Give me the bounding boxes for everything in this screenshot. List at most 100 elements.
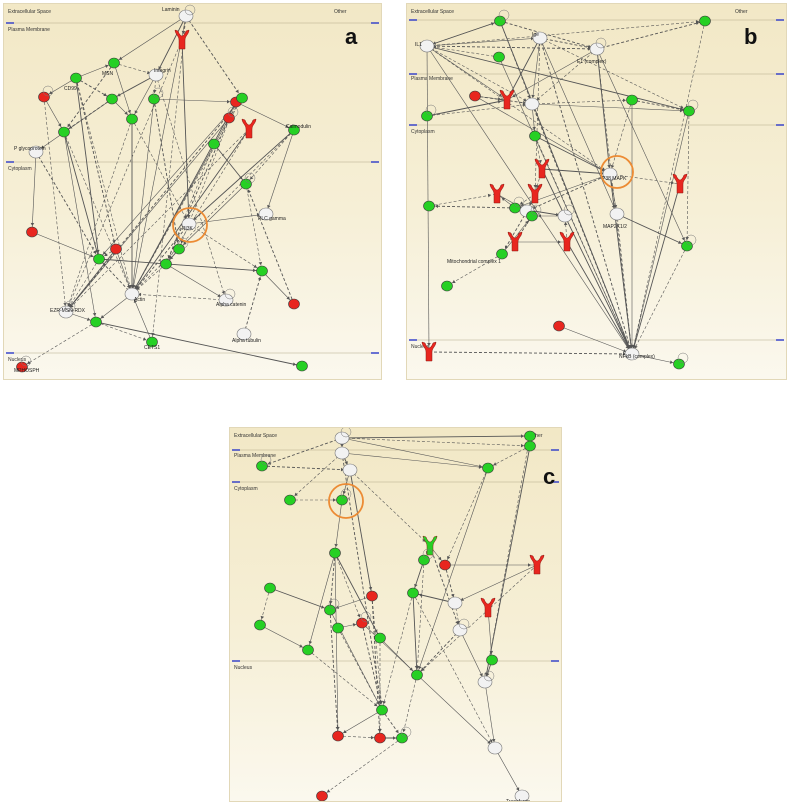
upregulated-node[interactable] (26, 226, 38, 238)
complex-node[interactable] (452, 623, 468, 637)
receptor-node[interactable] (507, 231, 523, 252)
downregulated-node[interactable] (493, 51, 505, 63)
upregulated-node[interactable] (332, 730, 344, 742)
complex-node[interactable] (557, 209, 573, 223)
downregulated-node[interactable] (407, 587, 419, 599)
downregulated-node[interactable] (324, 604, 336, 616)
downregulated-node[interactable] (93, 253, 105, 265)
receptor-node[interactable] (672, 173, 688, 194)
downregulated-node[interactable] (336, 494, 348, 506)
upregulated-node[interactable] (366, 590, 378, 602)
downregulated-node[interactable] (288, 124, 300, 136)
downregulated-node[interactable] (240, 178, 252, 190)
upregulated-node[interactable] (110, 243, 122, 255)
receptor-node[interactable] (480, 597, 496, 618)
complex-node[interactable] (28, 145, 44, 159)
downregulated-node[interactable] (264, 582, 276, 594)
downregulated-node[interactable] (529, 130, 541, 142)
downregulated-node[interactable] (70, 72, 82, 84)
complex-node[interactable] (58, 305, 74, 319)
upregulated-node[interactable] (553, 320, 565, 332)
complex-node[interactable] (589, 42, 605, 56)
downregulated-node[interactable] (626, 94, 638, 106)
receptor-node[interactable] (529, 554, 545, 575)
downregulated-node[interactable] (673, 358, 685, 370)
complex-node[interactable] (609, 207, 625, 221)
receptor-node[interactable] (174, 29, 190, 50)
downregulated-node[interactable] (509, 202, 521, 214)
downregulated-node[interactable] (396, 732, 408, 744)
upregulated-node[interactable] (223, 112, 235, 124)
receptor-node[interactable] (489, 183, 505, 204)
receptor-node[interactable] (527, 183, 543, 204)
downregulated-node[interactable] (376, 704, 388, 716)
downregulated-node[interactable] (146, 336, 158, 348)
downregulated-node[interactable] (302, 644, 314, 656)
downregulated-node[interactable] (699, 15, 711, 27)
downregulated-node[interactable] (296, 360, 308, 372)
upregulated-node[interactable] (16, 361, 28, 373)
downregulated-node[interactable] (683, 105, 695, 117)
downregulated-node[interactable] (524, 440, 536, 452)
complex-node[interactable] (124, 287, 140, 301)
downregulated-node[interactable] (418, 554, 430, 566)
complex-node[interactable] (334, 446, 350, 460)
downregulated-node[interactable] (284, 494, 296, 506)
complex-node[interactable] (236, 327, 252, 341)
complex-node[interactable] (447, 596, 463, 610)
downregulated-node[interactable] (236, 92, 248, 104)
receptor-node[interactable] (422, 535, 438, 556)
downregulated-node[interactable] (374, 632, 386, 644)
upregulated-node[interactable] (288, 298, 300, 310)
upregulated-node[interactable] (469, 90, 481, 102)
complex-node[interactable] (258, 207, 274, 221)
downregulated-node[interactable] (423, 200, 435, 212)
downregulated-node[interactable] (486, 654, 498, 666)
downregulated-node[interactable] (494, 15, 506, 27)
downregulated-node[interactable] (208, 138, 220, 150)
complex-node[interactable] (477, 675, 493, 689)
downregulated-node[interactable] (256, 460, 268, 472)
downregulated-node[interactable] (160, 258, 172, 270)
downregulated-node[interactable] (441, 280, 453, 292)
complex-node[interactable] (334, 431, 350, 445)
downregulated-node[interactable] (108, 57, 120, 69)
upregulated-node[interactable] (316, 790, 328, 801)
downregulated-node[interactable] (256, 265, 268, 277)
downregulated-node[interactable] (329, 547, 341, 559)
complex-node[interactable] (602, 167, 618, 181)
upregulated-node[interactable] (439, 559, 451, 571)
downregulated-node[interactable] (421, 110, 433, 122)
downregulated-node[interactable] (524, 430, 536, 442)
downregulated-node[interactable] (482, 462, 494, 474)
complex-node[interactable] (532, 31, 548, 45)
complex-node[interactable] (178, 9, 194, 23)
downregulated-node[interactable] (58, 126, 70, 138)
receptor-node[interactable] (421, 341, 437, 362)
downregulated-node[interactable] (126, 113, 138, 125)
receptor-node[interactable] (559, 231, 575, 252)
upregulated-node[interactable] (374, 732, 386, 744)
complex-node[interactable] (624, 347, 640, 361)
receptor-node[interactable] (499, 89, 515, 110)
complex-node[interactable] (514, 789, 530, 801)
upregulated-node[interactable] (38, 91, 50, 103)
complex-node[interactable] (181, 217, 197, 231)
receptor-node[interactable] (534, 158, 550, 179)
downregulated-node[interactable] (411, 669, 423, 681)
complex-node[interactable] (524, 97, 540, 111)
complex-node[interactable] (487, 741, 503, 755)
downregulated-node[interactable] (173, 243, 185, 255)
upregulated-node[interactable] (356, 617, 368, 629)
complex-node[interactable] (218, 293, 234, 307)
complex-node[interactable] (419, 39, 435, 53)
downregulated-node[interactable] (106, 93, 118, 105)
downregulated-node[interactable] (90, 316, 102, 328)
downregulated-node[interactable] (254, 619, 266, 631)
downregulated-node[interactable] (681, 240, 693, 252)
downregulated-node[interactable] (496, 248, 508, 260)
receptor-node[interactable] (241, 118, 257, 139)
complex-node[interactable] (342, 463, 358, 477)
complex-node[interactable] (148, 68, 164, 82)
downregulated-node[interactable] (526, 210, 538, 222)
